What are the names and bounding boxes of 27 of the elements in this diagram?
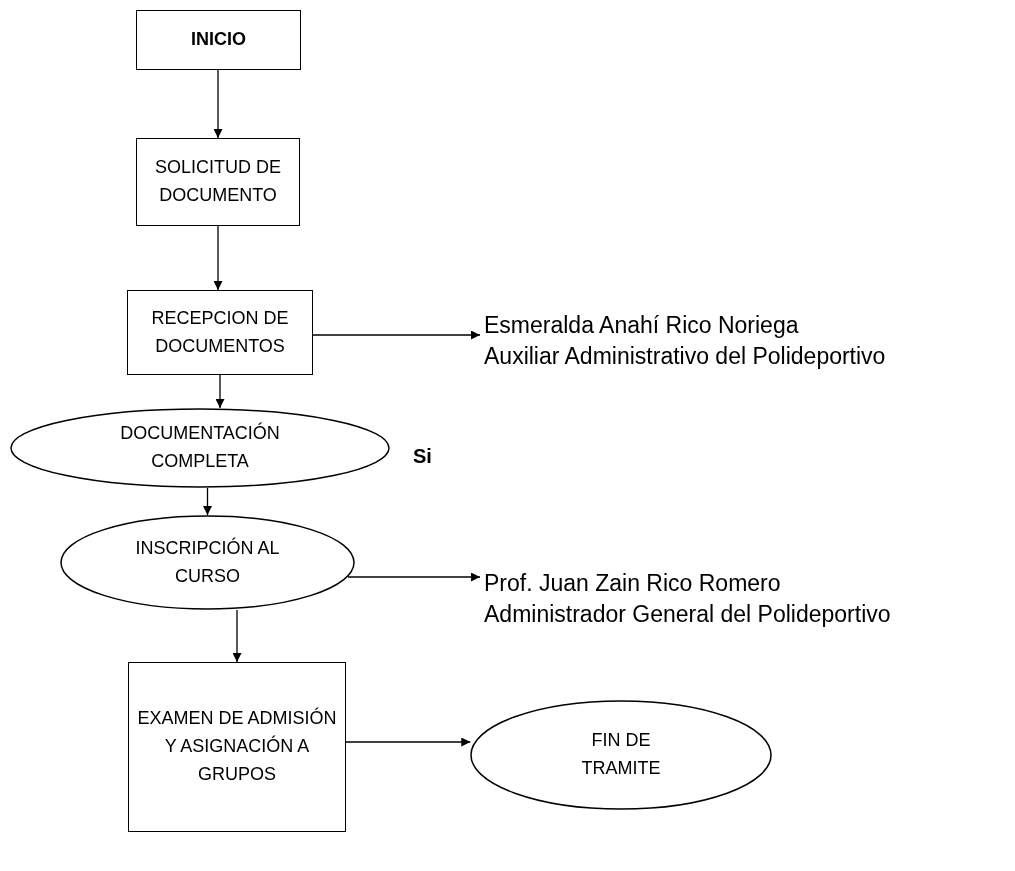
arrow <box>345 737 471 747</box>
process-box <box>128 662 346 832</box>
node-text: INICIO <box>191 28 246 52</box>
responsible-text: Administrador General del Polideportivo <box>484 600 891 630</box>
arrow <box>312 330 481 340</box>
process-box <box>127 290 313 375</box>
branch-label: Si <box>413 445 432 468</box>
process-box <box>136 10 301 70</box>
responsible-text: Prof. Juan Zain Rico Romero <box>484 569 781 598</box>
node-text: FIN DE TRAMITE <box>580 729 662 780</box>
node-text: INSCRIPCIÓN AL CURSO <box>134 536 281 588</box>
arrow <box>213 69 223 139</box>
oval-node <box>60 515 355 610</box>
process-box <box>136 138 300 226</box>
node-text: SOLICITUD DE DOCUMENTO <box>154 156 282 207</box>
arrow <box>203 487 212 516</box>
node-text: EXAMEN DE ADMISIÓN Y ASIGNACIÓN A GRUPOS <box>136 706 338 786</box>
node-text: DOCUMENTACIÓN COMPLETA <box>119 421 281 473</box>
oval-node <box>10 408 390 488</box>
node-text: RECEPCION DE DOCUMENTOS <box>150 306 290 358</box>
responsible-text: Esmeralda Anahí Rico Noriega <box>484 311 799 340</box>
arrow <box>347 572 481 582</box>
arrow <box>232 609 242 663</box>
responsible-text: Auxiliar Administrativo del Polideportivo <box>484 342 886 372</box>
arrow <box>215 374 225 409</box>
oval-node <box>470 700 772 810</box>
arrow <box>213 225 223 291</box>
